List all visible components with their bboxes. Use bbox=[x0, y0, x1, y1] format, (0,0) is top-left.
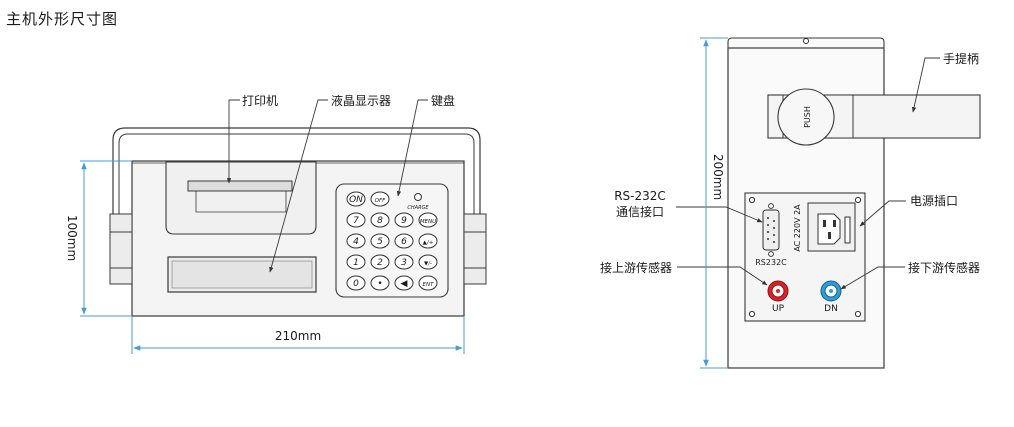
keypad-key-label: 1 bbox=[353, 258, 359, 268]
keypad-key-label: 7 bbox=[353, 216, 359, 226]
rs232-port bbox=[762, 203, 780, 257]
keypad-key[interactable]: 4 bbox=[346, 233, 366, 249]
keypad-key-label: ◀ bbox=[401, 279, 408, 289]
up-sensor-label: 接上游传感器 bbox=[600, 260, 672, 275]
keypad-key[interactable]: • bbox=[370, 275, 390, 291]
keypad-key[interactable]: 7 bbox=[346, 212, 366, 228]
keypad-key[interactable]: ENT bbox=[418, 275, 438, 291]
keypad-key-label: 9 bbox=[401, 216, 407, 226]
keypad-key[interactable]: 1 bbox=[346, 254, 366, 270]
keypad-key-label: ▲/+ bbox=[423, 240, 434, 246]
keypad-key[interactable]: 5 bbox=[370, 233, 390, 249]
keypad-key-label: ENT bbox=[423, 282, 435, 288]
keypad-key[interactable]: 3 bbox=[394, 254, 414, 270]
keyboard-panel bbox=[335, 183, 449, 298]
keypad: ON OFF 7 8 9 MENU 4 5 6 ▲/+ 1 2 3 ▼/- 0 • ◀ ENT bbox=[346, 191, 438, 291]
keypad-key[interactable]: ◀ bbox=[394, 275, 414, 291]
power-spec: AC 220V 2A bbox=[793, 204, 802, 252]
front-view: CHARGE ON OFF 7 8 9 MENU 4 5 6 ▲/+ 1 2 3 ▼/- 0 • ◀ ENT 打印… bbox=[65, 93, 487, 354]
side-view: PUSH 手提柄 RS232C AC 220V 2A bbox=[600, 37, 981, 369]
up-label: UP bbox=[772, 304, 785, 314]
rs232-label-line1: RS-232C bbox=[614, 189, 666, 203]
left-clamp bbox=[109, 213, 133, 285]
keypad-key-label: ▼/- bbox=[424, 261, 432, 267]
page-title: 主机外形尺寸图 bbox=[6, 10, 119, 28]
charge-led bbox=[414, 193, 422, 201]
keypad-key-label: 2 bbox=[377, 258, 383, 268]
keypad-key[interactable]: MENU bbox=[418, 212, 438, 228]
keyboard-label: 键盘 bbox=[431, 93, 455, 108]
rs232-label-line2: 通信接口 bbox=[616, 204, 664, 219]
keypad-key-label: 8 bbox=[377, 216, 383, 226]
down-sensor-label: 接下游传感器 bbox=[908, 260, 980, 275]
right-clamp bbox=[463, 213, 487, 285]
front-width-dim: 210mm bbox=[275, 329, 321, 343]
keypad-key-label: 6 bbox=[401, 237, 407, 247]
keypad-key[interactable]: 0 bbox=[346, 275, 366, 291]
lcd-label: 液晶显示器 bbox=[331, 93, 391, 108]
front-height-dim: 100mm bbox=[65, 215, 79, 261]
printer bbox=[165, 161, 317, 235]
keypad-key[interactable]: 6 bbox=[394, 233, 414, 249]
keypad-key-label: 0 bbox=[353, 279, 359, 289]
dn-label: DN bbox=[824, 304, 838, 314]
keypad-key-label: 4 bbox=[353, 237, 359, 247]
printer-slot bbox=[187, 180, 293, 192]
keypad-key[interactable]: ▲/+ bbox=[418, 233, 438, 249]
charge-label: CHARGE bbox=[407, 205, 429, 211]
printer-label: 打印机 bbox=[242, 94, 278, 108]
keypad-key[interactable]: 2 bbox=[370, 254, 390, 270]
keypad-key-label: MENU bbox=[420, 219, 436, 225]
keypad-key-label: 5 bbox=[377, 237, 383, 247]
keypad-key[interactable]: ON bbox=[346, 191, 366, 207]
keypad-key-label: OFF bbox=[375, 198, 386, 204]
keypad-key[interactable]: 8 bbox=[370, 212, 390, 228]
keypad-key-label: • bbox=[377, 279, 382, 289]
keypad-key-label: 3 bbox=[401, 258, 407, 268]
side-height-dim: 200mm bbox=[711, 154, 725, 200]
carry-handle bbox=[112, 127, 481, 222]
keypad-key[interactable]: OFF bbox=[370, 191, 390, 207]
keypad-key[interactable]: ▼/- bbox=[418, 254, 438, 270]
push-label: PUSH bbox=[803, 106, 812, 128]
keypad-key-label: ON bbox=[349, 195, 363, 205]
power-socket bbox=[807, 202, 856, 252]
power-label: 电源插口 bbox=[910, 194, 958, 208]
handle-label: 手提柄 bbox=[943, 51, 979, 66]
push-button bbox=[777, 88, 835, 146]
keypad-key[interactable]: 9 bbox=[394, 212, 414, 228]
rs232-port-label: RS232C bbox=[755, 258, 787, 267]
